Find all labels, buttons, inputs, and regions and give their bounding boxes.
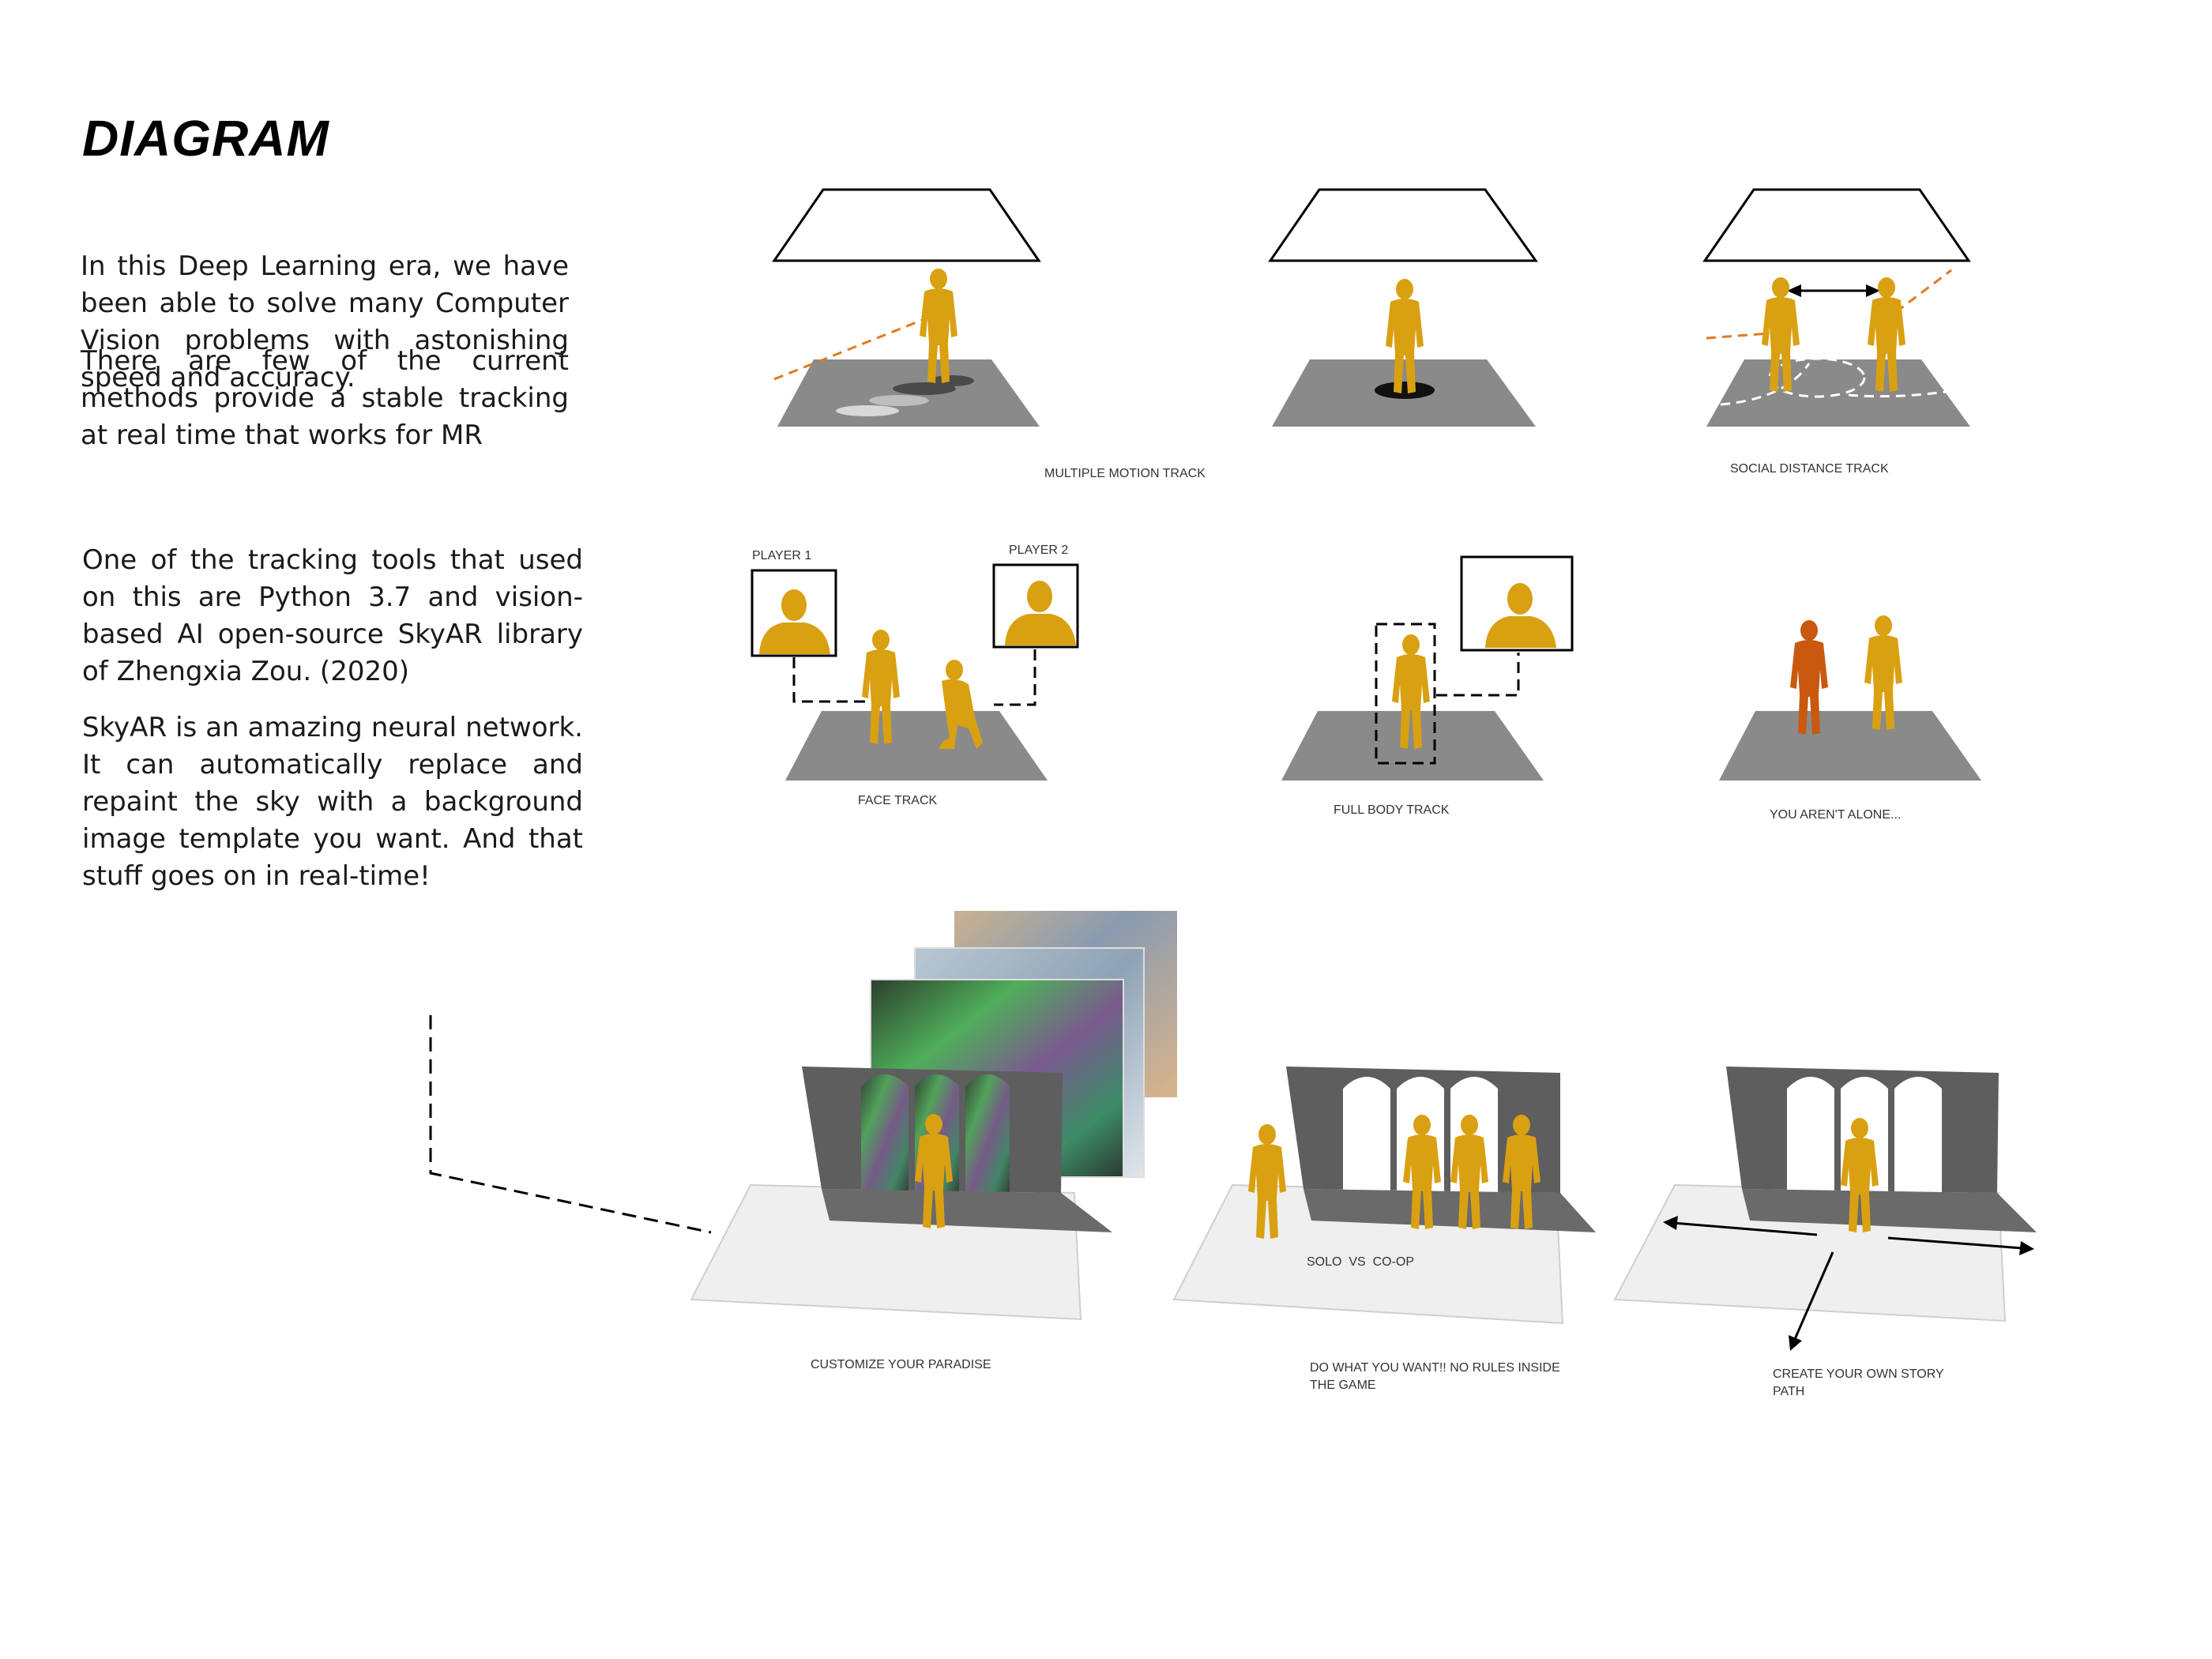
label-story-line1: CREATE YOUR OWN STORY: [1773, 1367, 1944, 1381]
social-distance-panel: [1702, 188, 1971, 427]
skyar-paragraph: SkyAR is an amazing neural network. It c…: [82, 712, 583, 892]
projector-frame: [772, 188, 1041, 262]
floor-plate: [1281, 711, 1544, 781]
label-social-distance: SOCIAL DISTANCE TRACK: [1730, 462, 1889, 476]
multiple-motion-panel: [772, 188, 1041, 427]
floor-plate: [785, 711, 1048, 781]
methods-paragraph: There are few of the current methods pro…: [81, 345, 569, 451]
single-track-panel: [1268, 188, 1538, 427]
projector-frame: [1268, 188, 1538, 262]
face-track-panel: [750, 563, 1079, 781]
label-player2: PLAYER 2: [1009, 544, 1068, 557]
body-tracking-box: [1375, 623, 1436, 765]
customize-paradise-panel: [690, 911, 1177, 1321]
full-body-track-panel: [1281, 555, 1574, 781]
story-path-panel: [1613, 1066, 2037, 1351]
label-do-what-line2: THE GAME: [1310, 1379, 1376, 1392]
label-multiple-motion: MULTIPLE MOTION TRACK: [1044, 467, 1206, 480]
label-face-track: FACE TRACK: [858, 794, 938, 807]
label-player1: PLAYER 1: [752, 549, 811, 562]
label-story-line2: PATH: [1773, 1385, 1804, 1398]
connector-line: [429, 1015, 712, 1234]
floor-plate: [1719, 711, 1981, 781]
page-title: DIAGRAM: [82, 110, 329, 167]
solo-coop-panel: [1172, 1066, 1596, 1325]
intro-paragraph: In this Deep Learning era, we have been …: [81, 250, 569, 393]
label-do-what-line1: DO WHAT YOU WANT!! NO RULES INSIDE: [1310, 1361, 1560, 1375]
label-solo-coop: SOLO VS CO-OP: [1307, 1255, 1414, 1269]
projector-frame: [1702, 188, 1971, 262]
not-alone-panel: [1719, 615, 1981, 781]
label-not-alone: YOU AREN'T ALONE...: [1770, 808, 1901, 822]
label-customize: CUSTOMIZE YOUR PARADISE: [811, 1358, 991, 1371]
label-full-body: FULL BODY TRACK: [1334, 803, 1450, 817]
tools-paragraph: One of the tracking tools that used on t…: [82, 544, 583, 687]
